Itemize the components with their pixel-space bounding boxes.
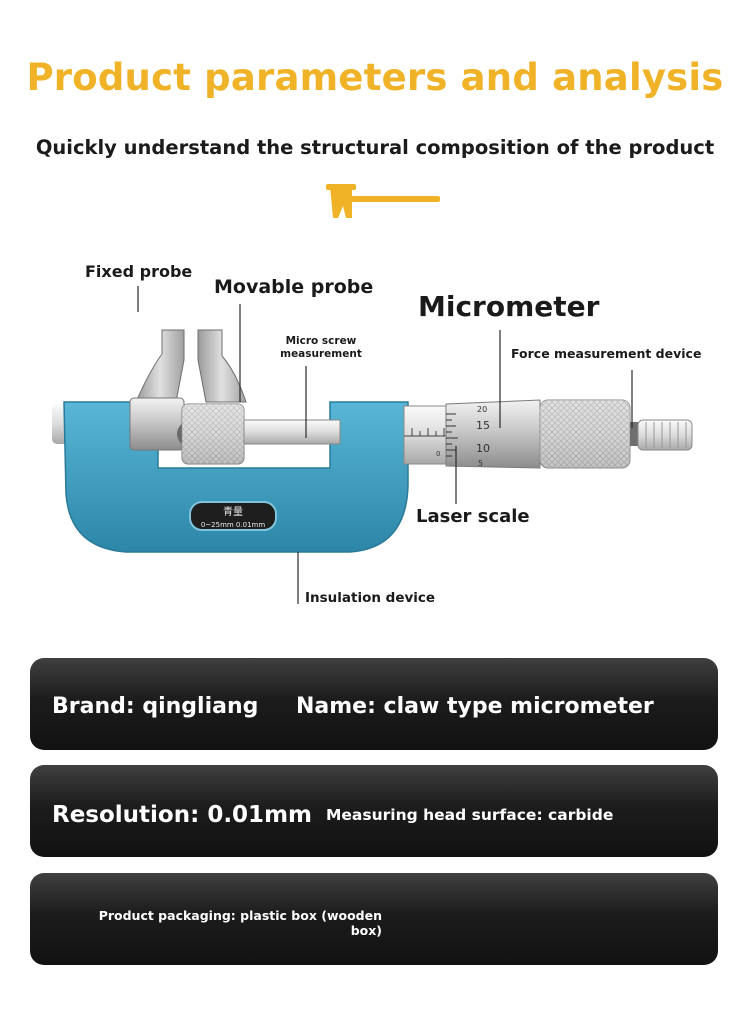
sleeve [403,405,451,465]
ratchet-collar [630,422,638,446]
label-laser-scale: Laser scale [416,506,530,527]
label-insulation: Insulation device [305,590,436,606]
scale-5: 5 [478,459,483,468]
caliper-icon [326,184,440,218]
movable-probe [197,329,247,403]
spec-resolution: Resolution: 0.01mm [52,802,312,828]
page-title: Product parameters and analysis [26,56,724,99]
fixed-probe [135,329,185,403]
spec-name: Name: claw type micrometer [296,694,654,719]
spec-surface: Measuring head surface: carbide [326,806,614,824]
sleeve-graduations [411,428,445,436]
plate-range: 0~25mm 0.01mm [201,521,265,529]
scale-10: 10 [476,442,490,455]
spec-panel-packaging [30,873,718,965]
spec-packaging: Product packaging: plastic box (wooden b… [98,908,382,938]
plate-logo: 青量 [223,505,243,518]
thimble-graduations [446,413,458,457]
label-movable-probe: Movable probe [214,276,374,298]
label-fixed-probe: Fixed probe [85,262,193,281]
micrometer-illustration: 青量 0~25mm 0.01mm 0 20 15 10 5 [52,184,693,604]
scale-20: 20 [477,405,487,414]
page-subtitle: Quickly understand the structural compos… [35,136,715,159]
sleeve-zero: 0 [436,450,440,458]
label-plate [189,501,277,531]
label-micrometer: Micrometer [418,290,600,323]
label-micro-screw: Micro screw measurement [280,335,362,360]
thimble [445,399,541,469]
spec-brand: Brand: qingliang [52,694,259,719]
spindle [243,419,341,445]
label-force-device: Force measurement device [511,346,702,361]
probe-holder [129,397,185,451]
scale-15: 15 [476,419,490,432]
callout-lines [137,286,633,604]
spec-panel-brand [30,658,718,750]
spec-panel-resolution [30,765,718,857]
